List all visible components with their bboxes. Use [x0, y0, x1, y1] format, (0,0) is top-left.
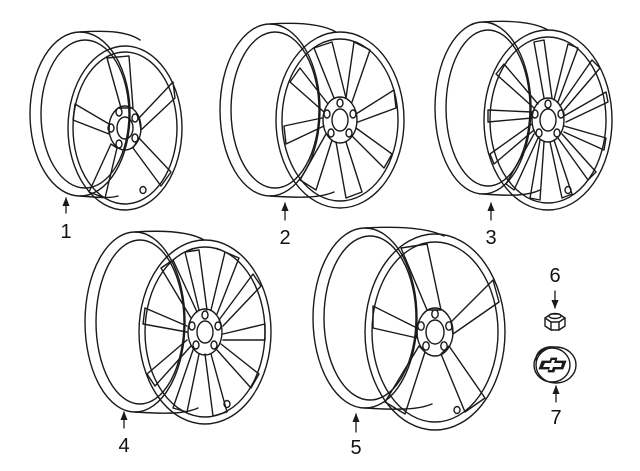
wheel-2-spokes — [283, 41, 397, 199]
wheel-3-face — [483, 29, 613, 211]
wheel-4-barrel — [84, 230, 205, 414]
wheel-3 — [434, 20, 613, 211]
wheel-5-valve-stem — [453, 405, 461, 415]
wheel-5-lug-holes — [417, 309, 453, 351]
wheel-2-barrel — [219, 22, 337, 198]
wheel-3-spokes — [487, 39, 609, 201]
wheel-5-spokes — [372, 243, 500, 415]
callout-7: 7 — [550, 407, 562, 429]
wheel-2-face — [275, 31, 405, 209]
callout-6: 6 — [549, 265, 561, 287]
wheel-3-lug-holes — [531, 99, 565, 138]
wheel-1-face — [67, 45, 183, 211]
callout-4: 4 — [118, 435, 130, 457]
wheel-3-barrel — [434, 20, 549, 196]
wheel-4-valve-stem — [223, 399, 231, 409]
wheel-2 — [219, 22, 405, 209]
wheel-4-face — [138, 239, 272, 425]
wheel-1-spokes — [72, 55, 176, 199]
wheel-5-barrel — [312, 226, 445, 410]
wheel-4-lug-holes — [188, 310, 222, 350]
callout-3: 3 — [485, 227, 497, 249]
callout-2: 2 — [279, 227, 291, 249]
callout-1: 1 — [60, 221, 72, 243]
wheel-1-lug-holes — [107, 107, 139, 149]
wheel-1-valve-stem — [139, 185, 147, 195]
lug-nut — [544, 312, 566, 331]
wheel-4-spokes — [142, 249, 266, 417]
wheel-2-lug-holes — [323, 98, 357, 138]
wheel-5-face — [364, 233, 506, 431]
wheel-3-valve-stem — [564, 185, 572, 195]
bowtie-emblem-icon — [538, 357, 567, 373]
wheel-4 — [84, 230, 272, 425]
wheel-5 — [312, 226, 506, 431]
wheel-1 — [29, 30, 183, 211]
leader-arrows — [62, 197, 560, 433]
wheel-1-barrel — [29, 30, 141, 199]
center-cap — [533, 346, 577, 384]
callout-5: 5 — [350, 437, 362, 459]
